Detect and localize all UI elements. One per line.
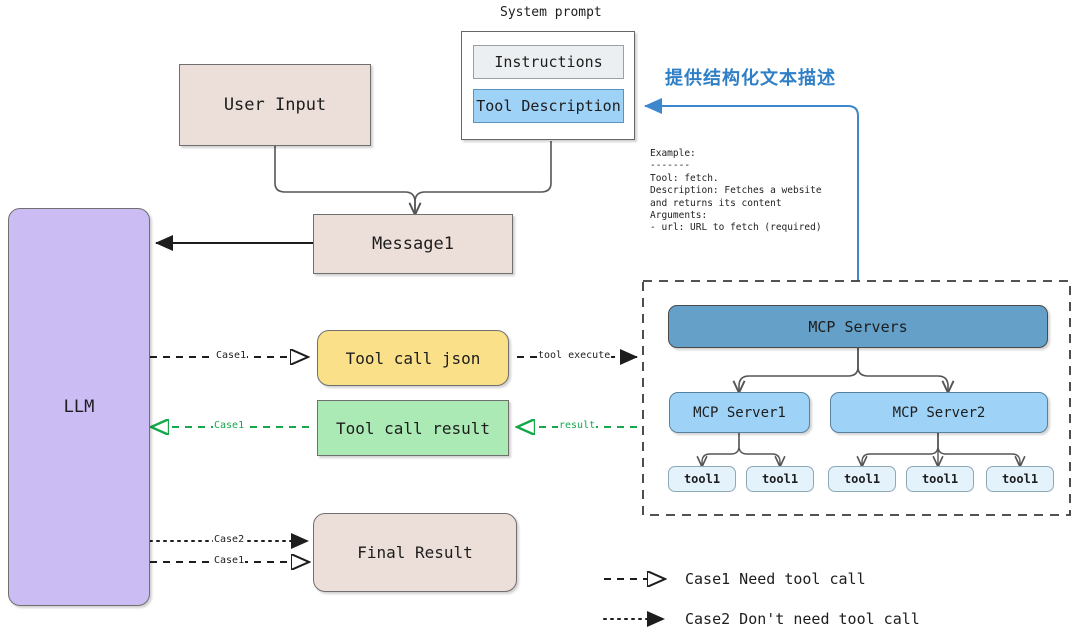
node-tool-a2[interactable]: tool1 bbox=[746, 466, 814, 492]
edge-user-input-to-message1 bbox=[274, 146, 415, 214]
example-text-block: Example: ------- Tool: fetch. Descriptio… bbox=[650, 148, 822, 234]
edge-label-result-to-llm: Case1 bbox=[213, 420, 246, 431]
node-tool-a1[interactable]: tool1 bbox=[668, 466, 736, 492]
edge-label-tool-execute: tool execute bbox=[537, 350, 612, 361]
node-final-result-label: Final Result bbox=[357, 543, 473, 562]
edge-label-llm-to-json: Case1 bbox=[215, 350, 248, 361]
node-final-result[interactable]: Final Result bbox=[313, 513, 517, 592]
legend-case2-text: Case2 Don't need tool call bbox=[685, 610, 920, 628]
node-mcp-server2-label: MCP Server2 bbox=[892, 404, 986, 421]
node-tool-b3[interactable]: tool1 bbox=[986, 466, 1054, 492]
edge-server2-to-tool-b1 bbox=[862, 433, 939, 466]
node-llm[interactable]: LLM bbox=[8, 208, 150, 606]
mcp-container-border bbox=[642, 280, 1071, 516]
node-mcp-server2[interactable]: MCP Server2 bbox=[830, 392, 1048, 433]
node-user-input-label: User Input bbox=[223, 95, 327, 115]
node-mcp-servers[interactable]: MCP Servers bbox=[668, 305, 1048, 348]
edge-label-result: result bbox=[558, 420, 597, 431]
edge-mcp-to-tool-description-annotation bbox=[644, 98, 859, 281]
edge-mcp-servers-to-server2 bbox=[857, 348, 948, 392]
node-instructions-label: Instructions bbox=[494, 53, 603, 71]
node-tool-call-json-label: Tool call json bbox=[345, 348, 481, 368]
node-message1-label: Message1 bbox=[372, 234, 454, 254]
node-mcp-servers-label: MCP Servers bbox=[808, 317, 908, 336]
edge-label-final-case1: Case1 bbox=[213, 555, 246, 566]
node-llm-label: LLM bbox=[63, 397, 95, 417]
node-tool-call-json[interactable]: Tool call json bbox=[317, 330, 509, 386]
node-instructions[interactable]: Instructions bbox=[473, 45, 624, 79]
edge-label-final-case2: Case2 bbox=[213, 534, 246, 545]
node-tool-b2-label: tool1 bbox=[921, 472, 959, 486]
node-tool-b3-label: tool1 bbox=[1001, 472, 1039, 486]
annotation-chinese-text: 提供结构化文本描述 bbox=[665, 68, 836, 89]
node-tool-b2[interactable]: tool1 bbox=[906, 466, 974, 492]
edge-mcp-servers-to-server1 bbox=[739, 348, 859, 392]
node-user-input[interactable]: User Input bbox=[179, 64, 371, 146]
edge-system-prompt-to-message1 bbox=[414, 141, 552, 214]
node-tool-call-result-label: Tool call result bbox=[335, 418, 491, 438]
edge-server2-to-tool-b3 bbox=[937, 433, 1020, 466]
node-message1[interactable]: Message1 bbox=[313, 214, 513, 274]
node-tool-call-result[interactable]: Tool call result bbox=[317, 400, 509, 456]
node-mcp-server1-label: MCP Server1 bbox=[693, 404, 786, 421]
node-tool-a2-label: tool1 bbox=[761, 472, 799, 486]
edge-server1-to-tool-a1 bbox=[702, 433, 740, 466]
edge-server1-to-tool-a2 bbox=[738, 433, 780, 466]
node-tool-a1-label: tool1 bbox=[683, 472, 721, 486]
node-tool-description-label: Tool Description bbox=[476, 97, 621, 115]
legend-case1-text: Case1 Need tool call bbox=[685, 570, 866, 588]
node-tool-description[interactable]: Tool Description bbox=[473, 89, 624, 123]
node-mcp-server1[interactable]: MCP Server1 bbox=[669, 392, 810, 433]
node-tool-b1-label: tool1 bbox=[843, 472, 881, 486]
node-tool-b1[interactable]: tool1 bbox=[828, 466, 896, 492]
system-prompt-title: System prompt bbox=[500, 5, 602, 20]
